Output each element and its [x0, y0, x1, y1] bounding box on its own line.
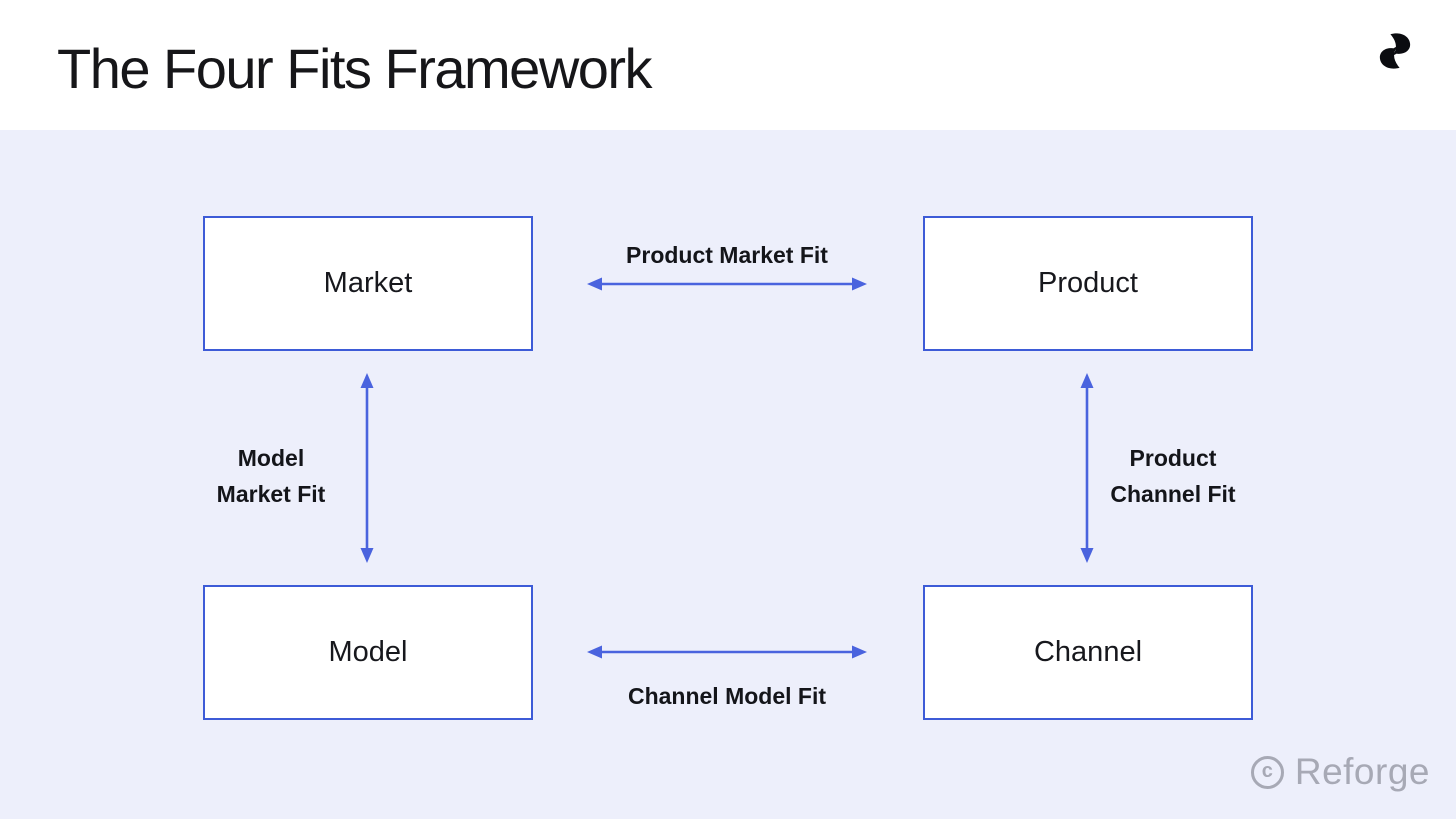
node-model: Model: [203, 585, 533, 720]
fit-label-model-market: Model Market Fit: [216, 445, 326, 507]
node-channel-label: Channel: [1033, 636, 1143, 668]
header: The Four Fits Framework: [0, 0, 1456, 130]
node-product-label: Product: [1038, 267, 1138, 299]
node-market: Market: [203, 216, 533, 351]
arrow-product-channel-icon: [1080, 373, 1094, 563]
watermark: c Reforge: [1250, 751, 1430, 793]
node-product: Product: [923, 216, 1253, 351]
arrow-channel-model-icon: [587, 645, 867, 659]
reforge-logo-icon: [1379, 33, 1411, 69]
fit-label-channel-model: Channel Model Fit: [627, 683, 827, 709]
arrow-model-market-icon: [360, 373, 374, 563]
node-market-label: Market: [323, 267, 413, 299]
watermark-brand: Reforge: [1294, 751, 1430, 792]
fit-label-product-market: Product Market Fit: [626, 242, 828, 268]
arrow-product-market-icon: [587, 277, 867, 291]
page-title: The Four Fits Framework: [57, 37, 653, 100]
fit-label-product-channel: Product Channel Fit: [1110, 445, 1236, 507]
node-channel: Channel: [923, 585, 1253, 720]
copyright-icon: c: [1250, 755, 1284, 789]
node-model-label: Model: [328, 636, 408, 668]
